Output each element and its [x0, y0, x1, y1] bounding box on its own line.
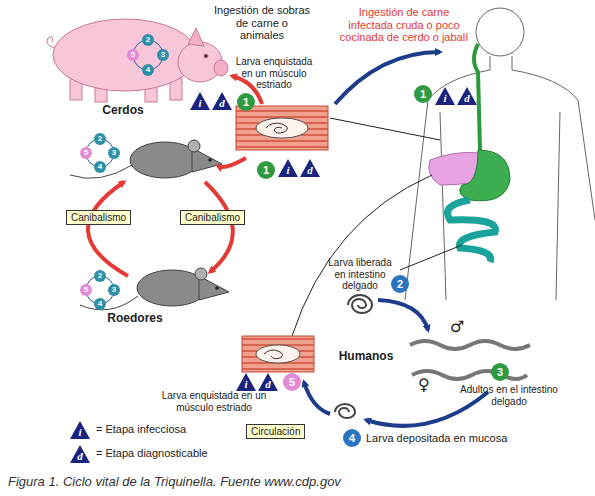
callout-number: 2 [391, 275, 409, 293]
rat-illustration [70, 139, 222, 178]
callout-number: 3 [491, 363, 509, 381]
annotation-text: Humanos [326, 350, 406, 364]
stage-triangle: d [212, 92, 232, 110]
callout-number: 5 [127, 49, 139, 61]
annotation-text: Larva enquistada en un músculo estriado [232, 56, 316, 91]
annotation-text: Larva depositada en mucosa [366, 432, 536, 445]
annotation-text: Adultos en el intestino delgado [458, 384, 560, 407]
annotation-text: Ingestión de sobras de carne o animales [214, 4, 310, 42]
callout-number: 3 [108, 147, 120, 159]
callout-number: 4 [343, 429, 361, 447]
annotation-text: Larva enquistada en un músculo estriado [160, 390, 268, 413]
callout-number: 1 [257, 161, 275, 179]
callout-number: 2 [94, 270, 106, 282]
label-box: Canibalismo [66, 210, 131, 225]
callout-number: 3 [157, 49, 169, 61]
annotation-text: Cerdos [88, 104, 158, 118]
legend-text: = Etapa diagnosticable [96, 447, 208, 459]
callout-number: 1 [237, 93, 255, 111]
label-box: Canibalismo [180, 210, 245, 225]
stage-triangle: i [278, 159, 298, 177]
sex-symbol: ♀ [418, 376, 430, 394]
callout-number: 5 [283, 373, 301, 391]
legend-text: = Etapa infecciosa [96, 423, 186, 435]
callout-number: 2 [94, 133, 106, 145]
callout-number: 5 [80, 284, 92, 296]
rat-illustration [80, 268, 229, 310]
stage-triangle: d [457, 87, 477, 105]
box-text: Canibalismo [185, 212, 240, 223]
leader-lines [292, 118, 462, 336]
muscle-tissue [236, 106, 328, 150]
stage-triangle: d [300, 159, 320, 177]
released-larva [348, 295, 372, 313]
callout-number: 4 [94, 298, 106, 310]
callout-number: 4 [142, 64, 154, 76]
stage-triangle: d [258, 373, 278, 391]
esophagus [474, 44, 480, 150]
figure-caption: Figura 1. Ciclo vital de la Triquinella.… [8, 474, 341, 489]
callout-number: 4 [94, 161, 106, 173]
sex-symbol: ♂ [450, 318, 464, 336]
intestine [448, 200, 496, 262]
stomach [460, 150, 510, 201]
muscle-tissue [242, 336, 314, 372]
stage-triangle: i [70, 421, 90, 439]
red-arrows [88, 76, 262, 276]
stage-triangle: d [70, 445, 90, 463]
stage-triangle: i [236, 373, 256, 391]
callout-number: 2 [142, 34, 154, 46]
pig-illustration [47, 19, 228, 102]
deposited-larva [335, 404, 355, 418]
blue-arrows [304, 52, 488, 426]
callout-number: 1 [414, 85, 432, 103]
annotation-text: Roedores [92, 312, 178, 326]
stage-triangle: i [190, 92, 210, 110]
box-text: Circulación [251, 426, 300, 437]
annotation-text: Larva liberada en intestino delgado [322, 257, 398, 292]
callout-number: 3 [108, 284, 120, 296]
annotation-text: Ingestión de carne infectada cruda o poc… [338, 6, 470, 44]
label-box: Circulación [246, 424, 305, 439]
adult-worm [410, 341, 530, 349]
callout-number: 5 [80, 147, 92, 159]
box-text: Canibalismo [71, 212, 126, 223]
